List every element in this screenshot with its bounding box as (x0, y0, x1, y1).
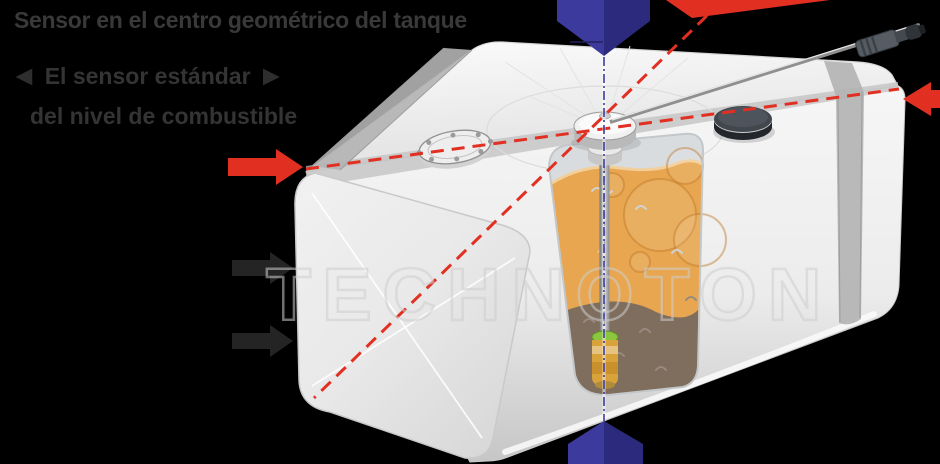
red-diagonal-line-2 (312, 0, 724, 400)
technoton-watermark: TECHNOTON (265, 252, 833, 338)
fuel-surface-highlight (551, 159, 703, 185)
dark-height-arrows (232, 252, 293, 357)
sensor-label-line1-row: ◄ El sensor estándar ► (10, 62, 285, 90)
red-arrow-left-icon (903, 82, 940, 116)
sensor-label-line2: del nivel de combustible (30, 103, 298, 129)
tank-front-face (294, 172, 531, 459)
mounting-strap-left (311, 47, 473, 171)
fuel-tank (294, 23, 926, 463)
sensor-disc-side (574, 126, 636, 150)
dark-arrow-upper-icon (232, 252, 293, 284)
red-arrow-top-icon (666, 0, 830, 18)
filler-cap (713, 106, 775, 143)
cutaway-border (547, 132, 705, 397)
diagram-title: Sensor en el centro geométrico del tanqu… (14, 7, 467, 33)
mounting-strap-right (824, 61, 864, 325)
cutaway-window (547, 132, 727, 397)
dark-arrow-lower-icon (232, 325, 293, 357)
mounting-flange (416, 129, 493, 169)
blue-arrow-down-icon (557, 0, 650, 56)
sensor-connector (855, 24, 926, 58)
tank-bottom-bevel (502, 311, 877, 455)
blue-arrow-up-icon (568, 421, 643, 464)
flange-bolts (416, 132, 493, 162)
red-arrow-right-icon (228, 149, 303, 185)
right-arrowhead-icon: ► (257, 60, 286, 91)
sensor-label-line1: El sensor estándar (44, 62, 251, 89)
left-arrowhead-icon: ◄ (10, 60, 38, 91)
